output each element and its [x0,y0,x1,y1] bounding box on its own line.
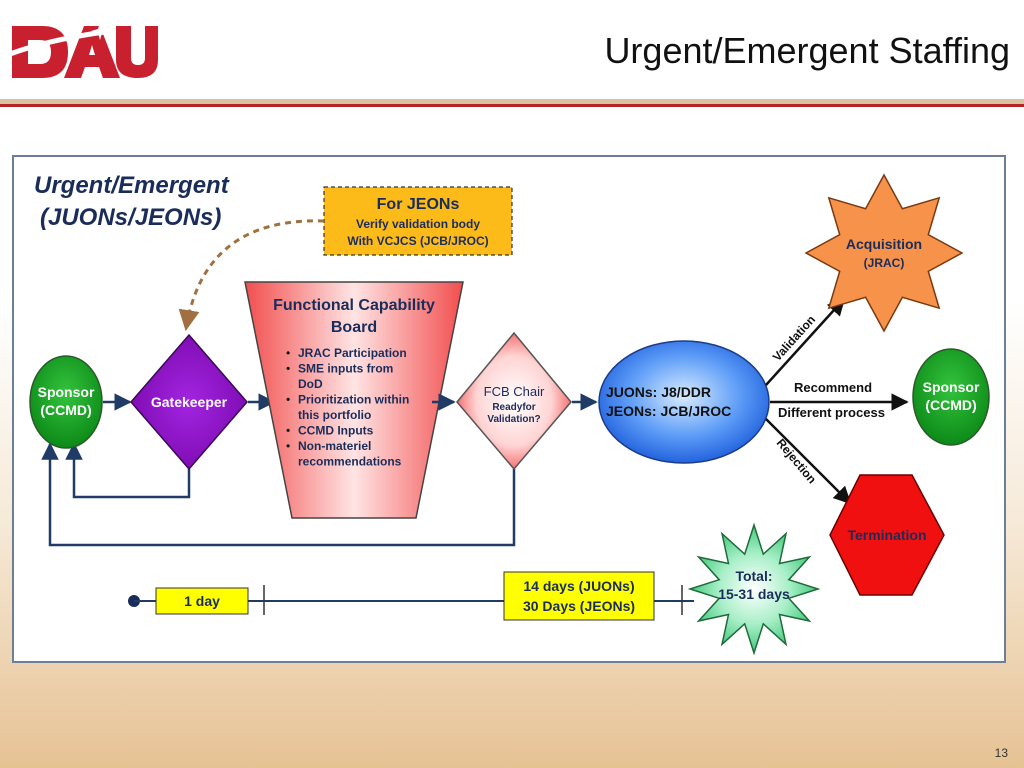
header-rule-red [0,104,1024,107]
fcb-chair-node: FCB Chair Readyfor Validation? [456,331,572,471]
juons-line2: JEONs: JCB/JROC [606,403,731,419]
fcb-bullet-text: CCMD Inputs [298,424,374,438]
total-line1: Total: [735,568,772,584]
fcb-bullet-text: Non-materiel [298,439,371,453]
dau-logo [9,22,158,78]
total-burst [687,522,821,656]
diagram-panel: Urgent/Emergent (JUONs/JEONs) For JEONs … [12,155,1006,663]
fcb-bullet-text: JRAC Participation [298,346,407,360]
diagram-heading-line2: (JUONs/JEONs) [40,204,221,231]
fcb-chair-line2: Validation? [487,414,540,425]
feedback-loop-gatekeeper [65,442,191,499]
sponsor-right-line2: (CCMD) [925,397,976,413]
fcb-title-line1: Functional Capability [273,297,435,314]
fcb-bullet-marker: • [286,393,290,407]
header-rule-beige [0,99,1024,104]
sponsor-left-line2: (CCMD) [40,402,91,418]
jeons-note-line1: Verify validation body [356,217,480,231]
slide-header: Urgent/Emergent Staffing [0,0,1024,112]
arrow-to-termination [765,418,852,505]
fcb-title-line2: Board [331,319,377,336]
page-number: 13 [994,746,1008,760]
termination-node: Termination [829,474,945,596]
feedback-loop-fcb-chair [41,442,516,547]
jeons-note-title: For JEONs [377,196,460,213]
gatekeeper-label: Gatekeeper [151,394,228,410]
days-line2: 30 Days (JEONs) [523,598,635,614]
fcb-bullet-marker: • [286,424,290,438]
days-box [503,571,655,621]
fcb-chair-line1: Readyfor [492,402,535,413]
fcb-bullet-marker: • [286,362,290,376]
gatekeeper-node: Gatekeeper [130,333,248,471]
timeline: 1 day 14 days (JUONs) 30 Days (JEONs) To… [128,522,821,656]
acquisition-line1: Acquisition [846,236,922,252]
sponsor-right-line1: Sponsor [923,379,980,395]
jeons-note-line2: With VCJCS (JCB/JROC) [347,234,488,248]
termination-label: Termination [847,527,926,543]
sponsor-left-line1: Sponsor [38,384,95,400]
fcb-bullet-marker: • [286,439,290,453]
label-recommend: Recommend [794,380,872,395]
fcb-chair-title: FCB Chair [484,384,545,399]
jeons-note: For JEONs Verify validation body With VC… [323,186,513,256]
label-different-process: Different process [778,405,885,420]
juons-node: JUONs: J8/DDR JEONs: JCB/JROC [598,340,770,464]
fcb-bullet-text: DoD [298,377,323,391]
total-line2: 15-31 days [718,586,790,602]
arrow-to-acquisition [765,297,846,386]
fcb-bullet-text: Prioritization within [298,393,409,407]
juons-line1: JUONs: J8/DDR [606,384,711,400]
fcb-bullet-text: recommendations [298,455,402,469]
label-validation: Validation [770,313,818,364]
process-diagram: Urgent/Emergent (JUONs/JEONs) For JEONs … [29,172,990,656]
sponsor-right-node: Sponsor (CCMD) [912,348,990,446]
sponsor-left-node: Sponsor (CCMD) [29,355,103,449]
fcb-bullet-marker: • [286,346,290,360]
acquisition-node: Acquisition (JRAC) [804,173,964,333]
days-line1: 14 days (JUONs) [523,578,634,594]
fcb-node: Functional Capability Board • JRAC Partic… [244,281,464,519]
slide-title: Urgent/Emergent Staffing [604,30,1010,71]
diagram-heading-line1: Urgent/Emergent [34,172,230,199]
fcb-bullet-text: SME inputs from [298,362,393,376]
one-day-box [155,587,249,615]
one-day-label: 1 day [184,593,220,609]
fcb-bullet-text: this portfolio [298,408,371,422]
dashed-arrow-note-to-gatekeeper [178,219,325,332]
acquisition-line2: (JRAC) [864,256,905,270]
label-rejection: Rejection [774,436,819,486]
